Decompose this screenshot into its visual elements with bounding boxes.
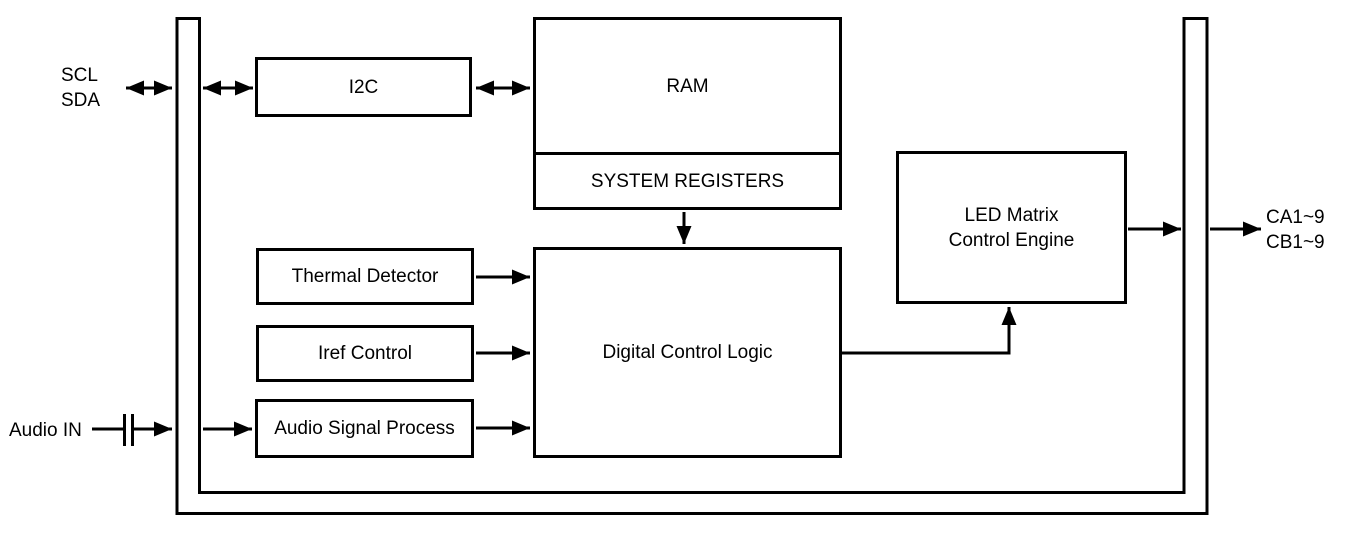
chip-boundary-outer: [175, 17, 1209, 515]
block-thermal-detector: Thermal Detector: [256, 248, 474, 305]
block-ram-label: RAM: [666, 75, 709, 97]
port-audio-in: Audio IN: [9, 420, 82, 441]
block-iref-control-label: Iref Control: [318, 343, 412, 364]
chip-boundary: [175, 17, 1209, 515]
port-ca: CA1~9: [1266, 207, 1325, 228]
block-iref-control: Iref Control: [256, 325, 474, 382]
block-system-registers: SYSTEM REGISTERS: [536, 155, 839, 207]
block-ram: RAM: [536, 20, 839, 155]
block-i2c-label: I2C: [348, 76, 379, 98]
port-scl: SCL: [61, 65, 98, 86]
port-label-audio-in: Audio IN: [9, 418, 82, 443]
port-label-ca-cb: CA1~9 CB1~9: [1266, 205, 1325, 255]
block-audio-signal-process-label: Audio Signal Process: [274, 418, 455, 439]
block-system-registers-label: SYSTEM REGISTERS: [590, 170, 785, 192]
block-thermal-detector-label: Thermal Detector: [291, 266, 439, 287]
chip-boundary-inner: [198, 17, 1186, 494]
block-led-matrix-control-engine: LED Matrix Control Engine: [896, 151, 1127, 304]
port-cb: CB1~9: [1266, 232, 1325, 253]
block-digital-control-logic-label: Digital Control Logic: [602, 342, 773, 363]
block-digital-control-logic: Digital Control Logic: [533, 247, 842, 458]
block-ram-system-registers: RAM SYSTEM REGISTERS: [533, 17, 842, 210]
block-audio-signal-process: Audio Signal Process: [255, 399, 474, 458]
block-led-matrix-label-line1: LED Matrix: [964, 204, 1059, 226]
capacitor-icon: [123, 414, 134, 446]
port-sda: SDA: [61, 90, 101, 111]
block-led-matrix-label-line2: Control Engine: [948, 229, 1075, 251]
arrow-dcl-to-led-engine: [841, 307, 1017, 355]
port-label-scl-sda: SCL SDA: [61, 63, 100, 113]
block-i2c: I2C: [255, 57, 472, 117]
connectors: [92, 80, 1261, 446]
